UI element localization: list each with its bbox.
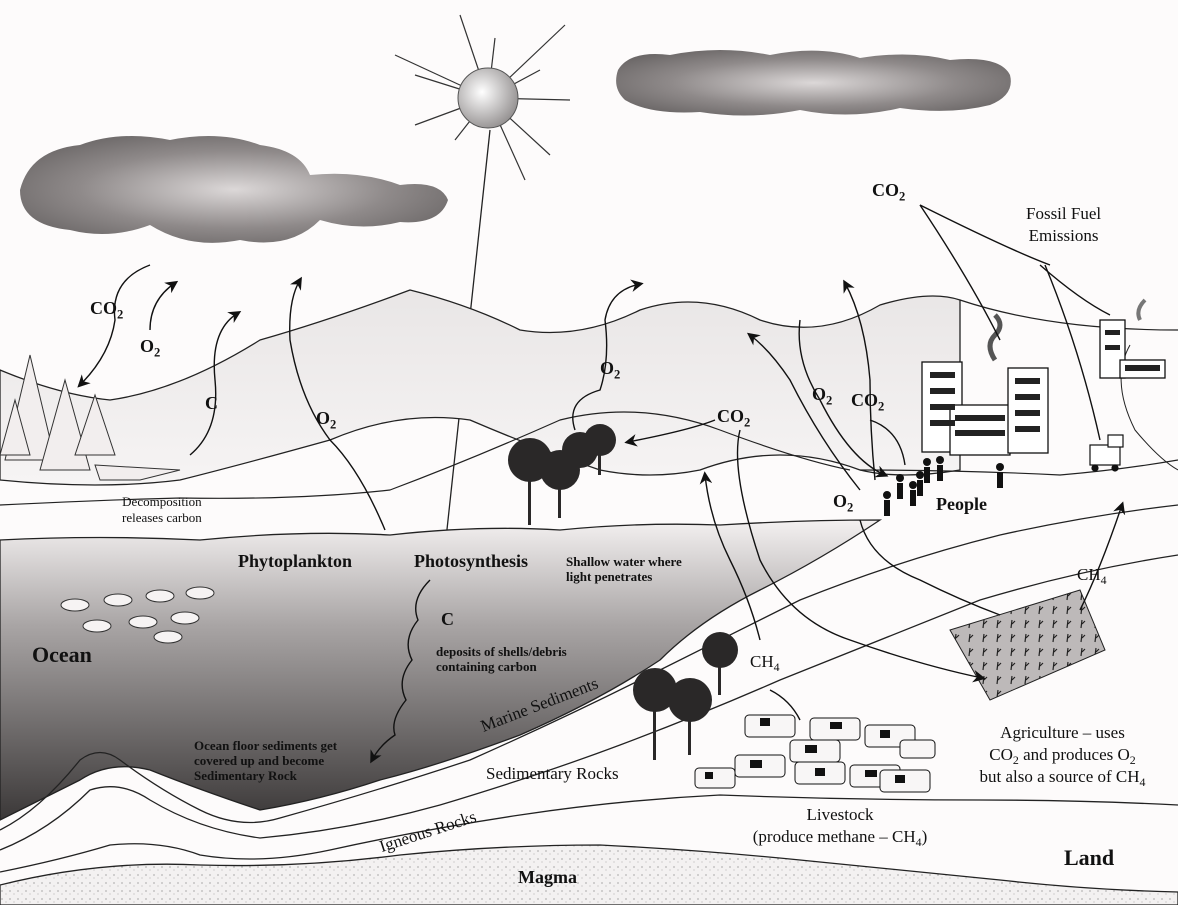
agriculture-label: Agriculture – uses CO2 and produces O2 b…	[979, 723, 1146, 790]
cloud-right	[616, 50, 1011, 116]
hills	[0, 289, 961, 486]
o2-label-trees: O2	[600, 358, 621, 382]
people-figures	[883, 456, 1004, 516]
co2-label-trees: CO2	[717, 406, 751, 430]
ch4-label-right: CH4	[1077, 565, 1107, 588]
photosynthesis-label: Photosynthesis	[414, 551, 529, 571]
co2-label-right: CO2	[851, 390, 885, 414]
sedimentary-rocks-label: Sedimentary Rocks	[486, 764, 619, 783]
ch4-label-livestock: CH4	[750, 652, 780, 675]
fish-school	[60, 586, 215, 644]
o2-label-left: O2	[140, 336, 161, 360]
pine-trees	[0, 354, 181, 481]
shallow-water-label: Shallow water where light penetrates	[566, 554, 682, 584]
magma	[0, 844, 1178, 905]
fossil-fuel-label: Fossil Fuel Emissions	[1026, 204, 1102, 245]
trees-livestock	[633, 632, 738, 760]
ocean	[0, 519, 883, 821]
c-deposit-label: C	[441, 609, 454, 629]
o2-label-mid: O2	[316, 408, 337, 432]
o2-label-right: O2	[812, 384, 833, 408]
magma-label: Magma	[518, 867, 577, 887]
land-label: Land	[1064, 845, 1115, 870]
cloud-left	[20, 136, 448, 243]
truck	[1089, 434, 1124, 472]
co2-label-top: CO2	[872, 180, 906, 204]
sun	[394, 14, 571, 181]
livestock-label: Livestock (produce methane – CH4)	[752, 805, 928, 850]
people-label: People	[936, 494, 987, 514]
co2-label-left: CO2	[90, 298, 124, 322]
phytoplankton-label: Phytoplankton	[238, 551, 353, 571]
o2-label-people: O2	[833, 491, 854, 515]
deposits-label: deposits of shells/debris containing car…	[436, 644, 567, 674]
c-label-left: C	[205, 393, 218, 413]
ocean-label: Ocean	[32, 642, 92, 667]
trees-middle	[508, 424, 616, 525]
decomposition-label: Decomposition releases carbon	[122, 494, 202, 525]
ocean-floor-label: Ocean floor sediments get covered up and…	[194, 738, 338, 783]
